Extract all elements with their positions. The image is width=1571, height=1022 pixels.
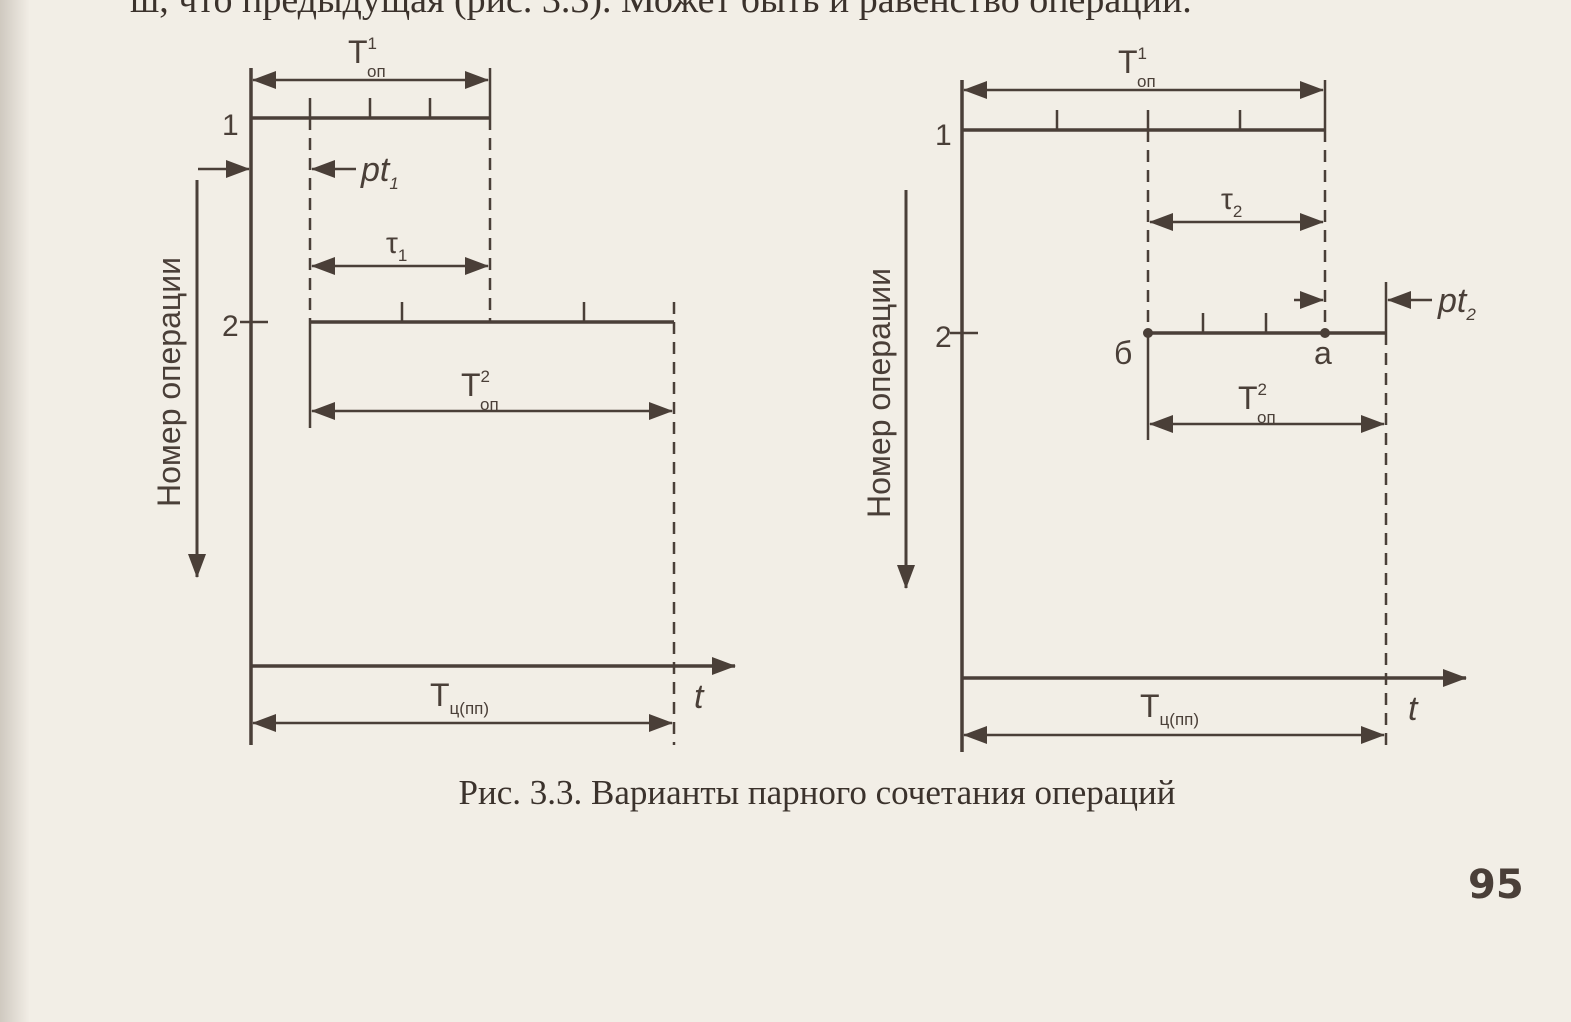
left-op-2-label: 2 [222,310,239,343]
left-t-axis-label: t [694,678,705,716]
right-point-a-label: а [1314,335,1332,371]
right-tau2-label: τ2 [1221,183,1242,221]
left-pt1-label: pt1 [360,151,399,193]
right-op-1-label: 1 [935,119,952,152]
left-op-1-label: 1 [222,109,239,142]
right-op-2-label: 2 [935,321,952,354]
diagram-right [897,80,1467,752]
right-pt2-label: pt2 [1437,282,1476,324]
left-axis-title: Номер операции [151,257,187,507]
right-t-cycle-label: Tц(пп) [1140,688,1199,729]
cut-off-top-text-line: ш, что предыдущая (рис. 3.3). Может быть… [130,0,1192,21]
right-point-b-label: б [1114,335,1132,371]
left-tau1-label: τ1 [386,227,407,265]
right-axis-title: Номер операции [861,268,897,518]
page-number: 95 [1468,862,1524,908]
diagram-left [188,68,736,745]
right-t-axis-label: t [1408,690,1419,728]
right-point-a [1320,328,1330,338]
left-t-cycle-label: Tц(пп) [430,677,489,718]
figure-caption: Рис. 3.3. Варианты парного сочетания опе… [458,773,1176,812]
page-edge-shadow [0,0,30,1022]
right-point-b [1143,328,1153,338]
